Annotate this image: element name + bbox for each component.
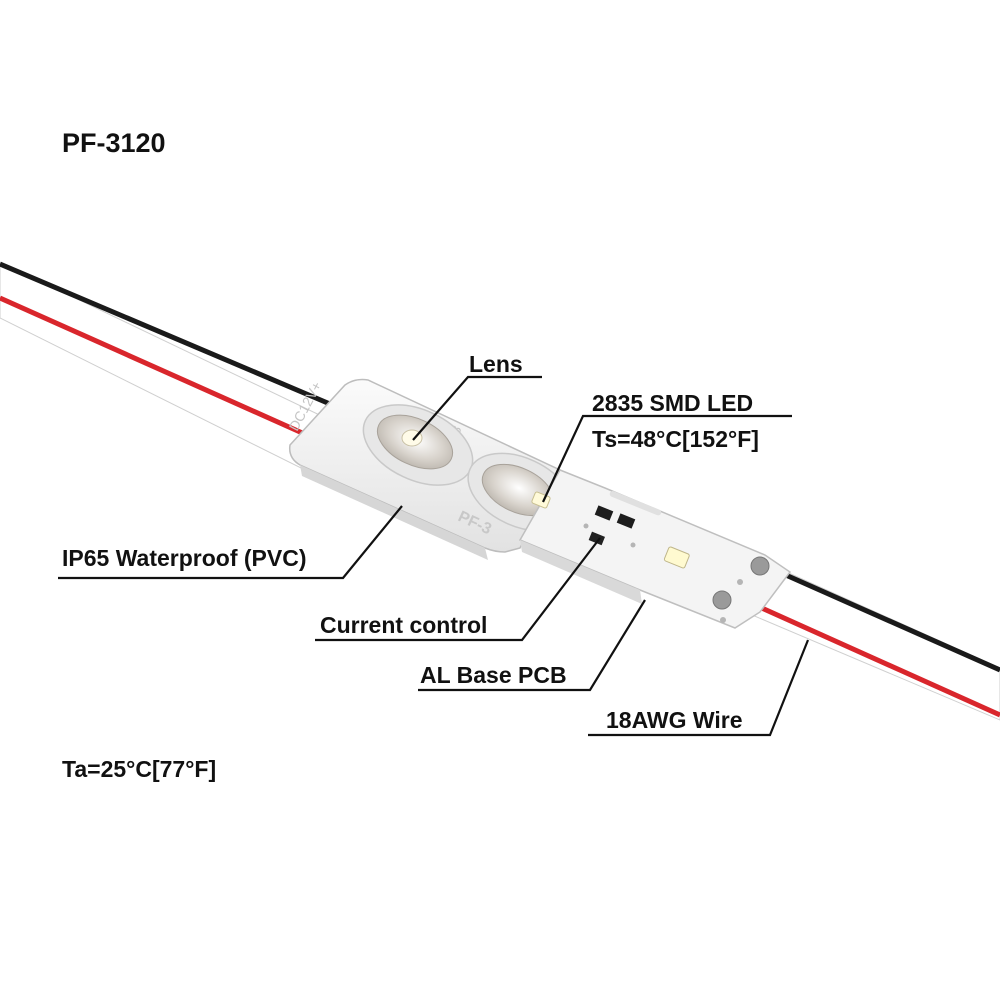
label-18awg-wire: 18AWG Wire — [606, 707, 743, 733]
led-leader — [542, 414, 792, 503]
label-smd-led: 2835 SMD LED — [592, 390, 754, 416]
lens-left — [362, 404, 474, 486]
pcb-leader — [418, 599, 646, 692]
label-current-control: Current control — [320, 612, 488, 638]
lens-leader — [412, 375, 542, 441]
callout-lines — [58, 375, 810, 737]
capacitor-top — [750, 556, 770, 576]
ip65-leader — [58, 505, 403, 580]
wire-leader — [588, 639, 810, 737]
capacitor-bottom — [712, 590, 732, 610]
label-ip65: IP65 Waterproof (PVC) — [62, 545, 307, 571]
smd-led-2 — [663, 546, 690, 569]
label-ts-temperature: Ts=48°C[152°F] — [592, 426, 759, 452]
ambient-temperature: Ta=25°C[77°F] — [62, 756, 217, 782]
wire-right — [744, 559, 1000, 721]
al-base-pcb — [518, 469, 792, 629]
current-leader — [315, 537, 601, 642]
label-lens: Lens — [469, 351, 523, 377]
label-al-base-pcb: AL Base PCB — [420, 662, 567, 688]
wire-left — [0, 261, 331, 471]
current-control-chips — [588, 505, 636, 546]
model-title: PF-3120 — [62, 128, 166, 158]
